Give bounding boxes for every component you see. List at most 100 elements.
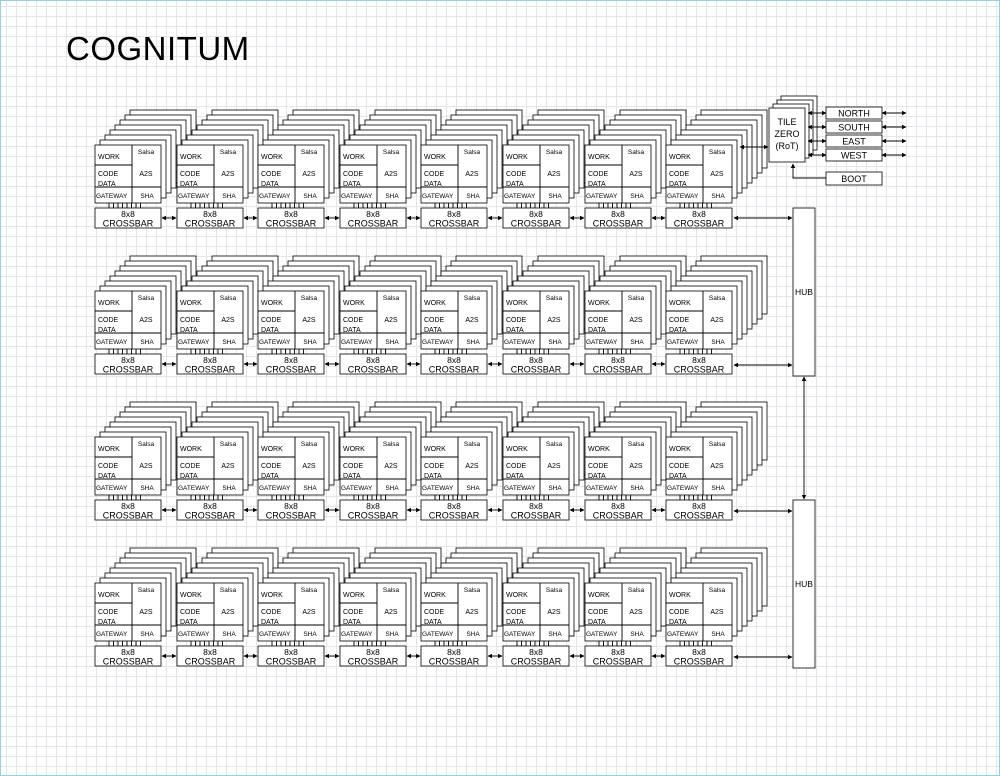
tile-gateway-label: GATEWAY: [422, 631, 454, 638]
tile-frame: [584, 582, 652, 642]
crossbar-box: [420, 645, 488, 667]
tile-frame: [502, 582, 570, 642]
tile-work-label: WORK: [98, 300, 120, 307]
tile-salsa-label: Salsa: [220, 587, 237, 594]
tile-gateway-label: GATEWAY: [259, 339, 291, 346]
tile-data-label: DATA: [261, 327, 279, 334]
tile-a2s-label: A2S: [710, 171, 724, 178]
tile-sha-label: SHA: [548, 193, 562, 200]
tile-code-label: CODE: [588, 609, 609, 616]
tile-frame: [176, 582, 244, 642]
tile-salsa-label: Salsa: [628, 441, 645, 448]
tile-gateway-label: GATEWAY: [422, 339, 454, 346]
tile-work-label: WORK: [261, 592, 283, 599]
tile-data-label: DATA: [261, 181, 279, 188]
tile-salsa-label: Salsa: [546, 587, 563, 594]
tile-a2s-label: A2S: [465, 463, 479, 470]
tile-sha-label: SHA: [222, 485, 236, 492]
tile-data-label: DATA: [669, 473, 687, 480]
tile-sha-label: SHA: [303, 485, 317, 492]
tile-sha-label: SHA: [222, 631, 236, 638]
crossbar-label: CROSSBAR: [511, 511, 562, 521]
tile-sha-label: SHA: [303, 339, 317, 346]
crossbar-label: CROSSBAR: [674, 219, 725, 229]
tile-gateway-label: GATEWAY: [259, 485, 291, 492]
crossbar-label: CROSSBAR: [103, 365, 154, 375]
tile-work-label: WORK: [180, 592, 202, 599]
tile-sha-label: SHA: [630, 339, 644, 346]
tile-work-label: WORK: [180, 446, 202, 453]
tile-salsa-label: Salsa: [709, 441, 726, 448]
crossbar-label: CROSSBAR: [593, 365, 644, 375]
tile-a2s-label: A2S: [221, 609, 235, 616]
crossbar-size-label: 8x8: [692, 501, 706, 511]
tile-data-label: DATA: [98, 619, 116, 626]
crossbar-box: [502, 499, 570, 521]
tile-salsa-label: Salsa: [301, 149, 318, 156]
crossbar-size-label: 8x8: [611, 501, 625, 511]
crossbar-size-label: 8x8: [611, 647, 625, 657]
tile-gateway-label: GATEWAY: [504, 485, 536, 492]
tile-salsa-label: Salsa: [628, 149, 645, 156]
tile-frame: [420, 436, 488, 496]
port-north: NORTH: [807, 106, 907, 120]
tile-salsa-label: Salsa: [709, 149, 726, 156]
tile-gateway-label: GATEWAY: [422, 485, 454, 492]
tile-frame: [339, 144, 407, 204]
tile-data-label: DATA: [506, 327, 524, 334]
crossbar-box: [665, 645, 733, 667]
tile-gateway-label: GATEWAY: [422, 193, 454, 200]
crossbar-box: [584, 207, 652, 229]
crossbar-box: [665, 207, 733, 229]
tile-a2s-label: A2S: [302, 171, 316, 178]
tile-work-label: WORK: [506, 592, 528, 599]
tile-sha-label: SHA: [630, 631, 644, 638]
tile-code-label: CODE: [424, 317, 445, 324]
tile-sha-label: SHA: [548, 485, 562, 492]
tile-sha-label: SHA: [711, 485, 725, 492]
tile-frame: [339, 290, 407, 350]
tile-work-label: WORK: [343, 300, 365, 307]
tile-work-label: WORK: [180, 154, 202, 161]
tile-code-label: CODE: [98, 609, 119, 616]
tile-frame: [339, 582, 407, 642]
tile-frame: [257, 582, 325, 642]
tile-frame: [257, 290, 325, 350]
crossbar-label: CROSSBAR: [511, 657, 562, 667]
tile-code-label: CODE: [261, 463, 282, 470]
tile-salsa-label: Salsa: [464, 295, 481, 302]
crossbar-label: CROSSBAR: [593, 657, 644, 667]
tile-data-label: DATA: [424, 181, 442, 188]
crossbar-label: CROSSBAR: [103, 219, 154, 229]
tile-salsa-label: Salsa: [383, 149, 400, 156]
crossbar-label: CROSSBAR: [185, 657, 236, 667]
tile-salsa-label: Salsa: [138, 295, 155, 302]
tile-data-label: DATA: [261, 473, 279, 480]
